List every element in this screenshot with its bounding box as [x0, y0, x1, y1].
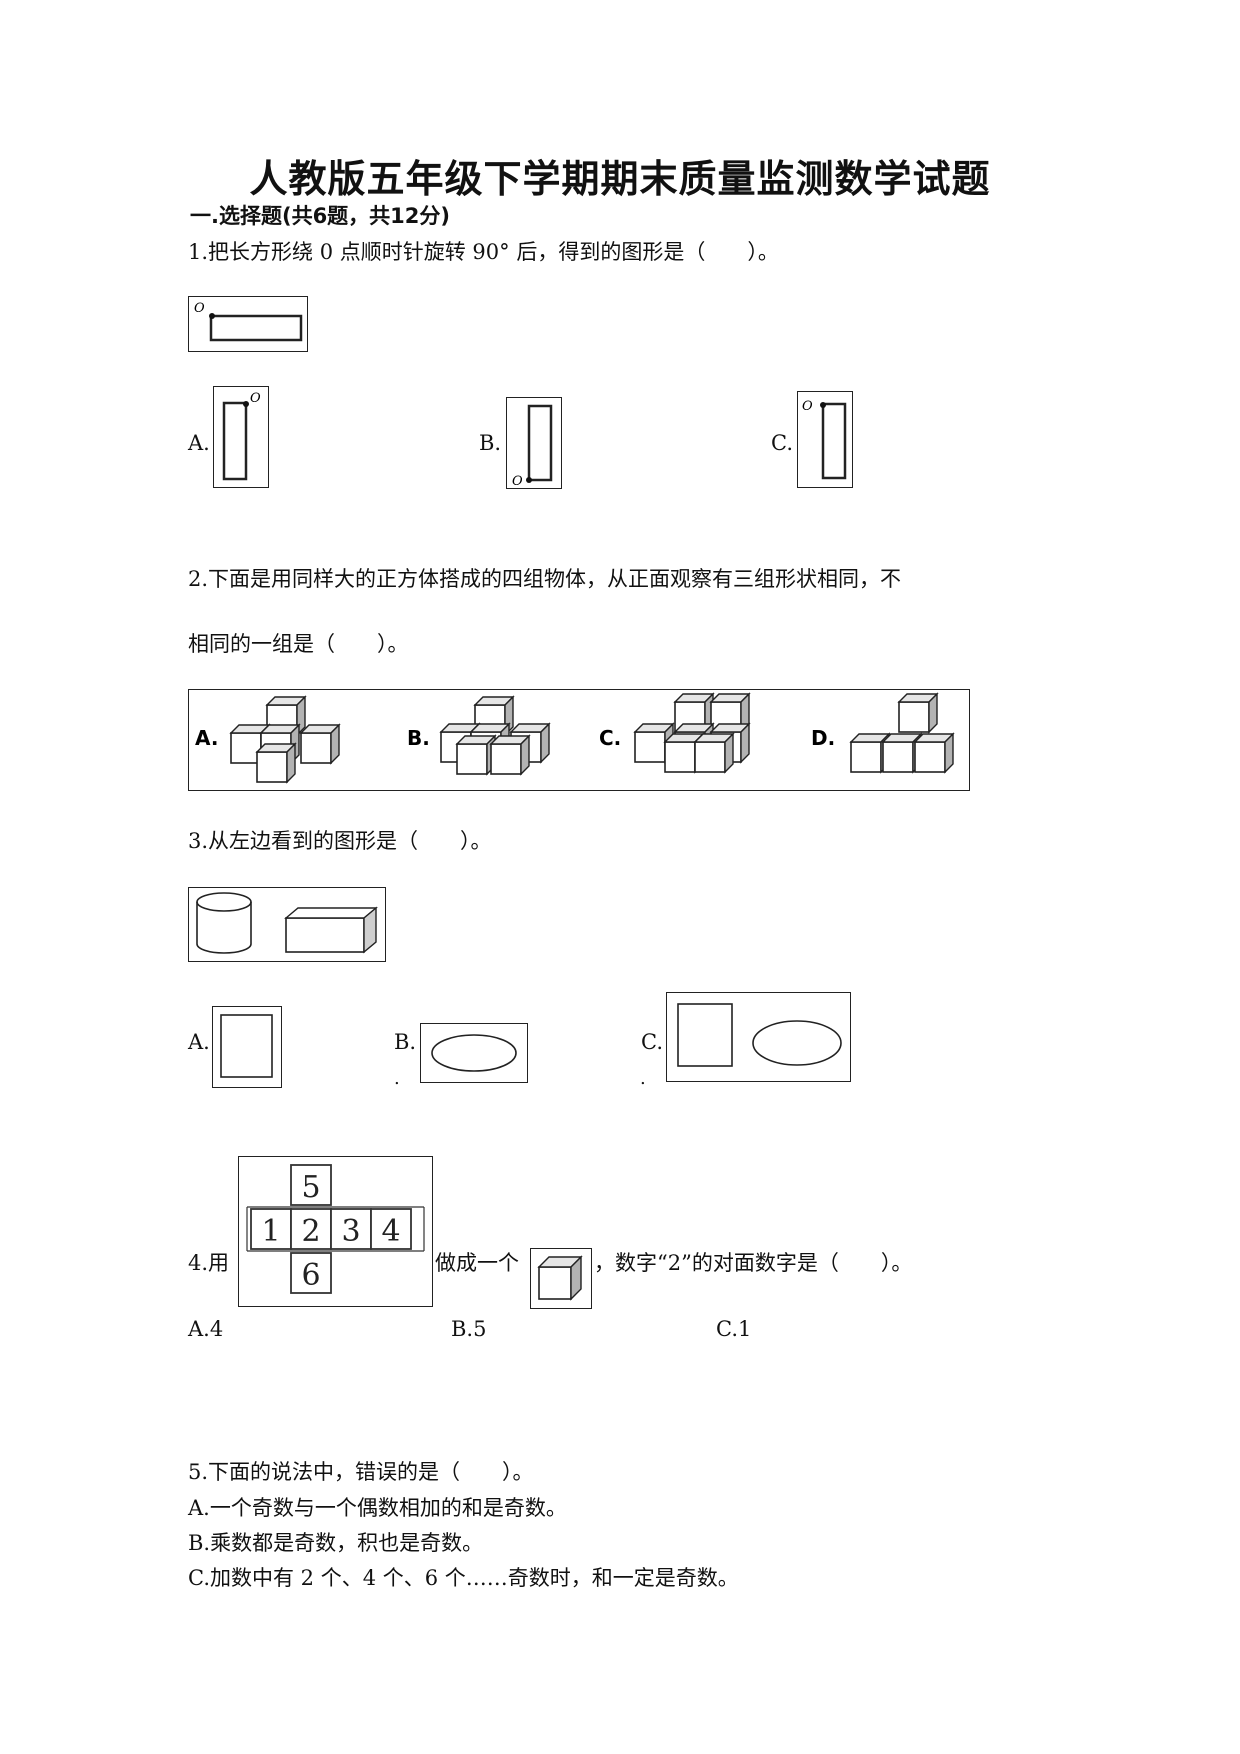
q4-cube-net-figure: 5 1 2 3 4 6	[238, 1156, 433, 1307]
question-4-stem-middle: 做成一个	[435, 1251, 519, 1275]
q5-option-a[interactable]: A.一个奇数与一个偶数相加的和是奇数。	[188, 1496, 567, 1520]
q2-option-b-label[interactable]: B.	[407, 726, 430, 750]
q2-option-d-label[interactable]: D.	[811, 726, 835, 750]
q3-cuboid	[284, 906, 378, 954]
q3-option-a-drawing	[220, 1014, 273, 1078]
question-1-stem: 1.把长方形绕 0 点顺时针旋转 90° 后，得到的图形是（ ）。	[188, 240, 779, 264]
q4-cube-net-drawing: 5 1 2 3 4 6	[246, 1164, 425, 1294]
q1-option-b-figure[interactable]: O	[506, 397, 562, 489]
q5-option-c[interactable]: C.加数中有 2 个、4 个、6 个……奇数时，和一定是奇数。	[188, 1566, 739, 1590]
q3-cylinder	[196, 892, 252, 954]
q1-option-b-label[interactable]: B.	[479, 431, 502, 455]
q5-option-b[interactable]: B.乘数都是奇数，积也是奇数。	[188, 1531, 484, 1555]
q4-option-a[interactable]: A.4	[188, 1317, 224, 1341]
q3-option-a-figure[interactable]	[212, 1006, 282, 1088]
q3-option-c-figure[interactable]	[666, 992, 851, 1082]
q1-option-b-drawing: O	[512, 404, 553, 488]
q2-option-b-cubes[interactable]	[440, 696, 550, 775]
q2-option-a-label[interactable]: A.	[195, 726, 218, 750]
q4-net-face-bottom: 6	[301, 1258, 320, 1293]
question-2-stem-line-1: 2.下面是用同样大的正方体搭成的四组物体，从正面观察有三组形状相同，不	[188, 567, 902, 591]
q4-cube-drawing	[537, 1255, 583, 1301]
q1-original-rectangle-drawing: O	[194, 301, 303, 342]
q1-option-c-label[interactable]: C.	[771, 431, 793, 455]
q1-option-a-drawing: O	[222, 391, 261, 481]
question-3-stem: 3.从左边看到的图形是（ ）。	[188, 829, 492, 853]
q3-option-a-label[interactable]: A.	[188, 1030, 210, 1054]
q1-original-rectangle-figure: O	[188, 296, 308, 352]
question-5-stem: 5.下面的说法中，错误的是（ ）。	[188, 1460, 534, 1484]
q1-option-c-point-label: O	[802, 399, 813, 414]
question-4-stem-prefix: 4.用	[188, 1251, 230, 1275]
q2-option-c-label[interactable]: C.	[599, 726, 621, 750]
q4-net-face-far-right: 4	[381, 1214, 400, 1249]
q2-option-d-cubes[interactable]	[850, 693, 954, 773]
q4-option-b[interactable]: B.5	[451, 1317, 487, 1341]
q3-option-b-dot: .	[394, 1068, 400, 1089]
q1-option-c-drawing: O	[802, 399, 847, 480]
q4-net-face-right: 3	[341, 1214, 360, 1249]
q2-cube-groups-figure: A. B. C. D.	[188, 689, 970, 791]
q3-option-c-label[interactable]: C.	[641, 1030, 663, 1054]
q1-original-point-label: O	[194, 301, 205, 316]
section-heading: 一.选择题(共6题，共12分)	[190, 204, 451, 228]
q3-solids-figure	[188, 887, 386, 962]
q2-cube-groups-drawing: A. B. C. D.	[195, 693, 954, 783]
q2-option-c-cubes[interactable]	[634, 693, 750, 773]
q3-option-c-drawing	[677, 1003, 842, 1067]
q1-option-a-point-label: O	[250, 391, 261, 406]
q3-option-b-figure[interactable]	[420, 1023, 528, 1083]
question-2-stem-line-2: 相同的一组是（ ）。	[188, 632, 409, 656]
q1-option-c-figure[interactable]: O	[797, 391, 853, 488]
q4-net-face-left: 1	[261, 1214, 280, 1249]
q1-option-a-label[interactable]: A.	[188, 431, 210, 455]
q3-solids-drawing	[196, 892, 378, 954]
page-title: 人教版五年级下学期期末质量监测数学试题	[249, 157, 991, 201]
q1-option-b-point-label: O	[512, 474, 523, 488]
question-4-stem-suffix: ，数字“2”的对面数字是（ ）。	[594, 1251, 913, 1275]
q3-option-b-label[interactable]: B.	[394, 1030, 417, 1054]
q4-option-c[interactable]: C.1	[716, 1317, 752, 1341]
q4-net-face-top: 5	[301, 1170, 320, 1205]
q3-option-b-drawing	[431, 1034, 517, 1072]
q4-cube-figure	[530, 1248, 592, 1309]
q2-option-a-cubes[interactable]	[230, 696, 340, 783]
q4-net-face-center: 2	[301, 1214, 320, 1249]
q3-option-c-dot: .	[640, 1068, 646, 1089]
q1-option-a-figure[interactable]: O	[213, 386, 269, 488]
